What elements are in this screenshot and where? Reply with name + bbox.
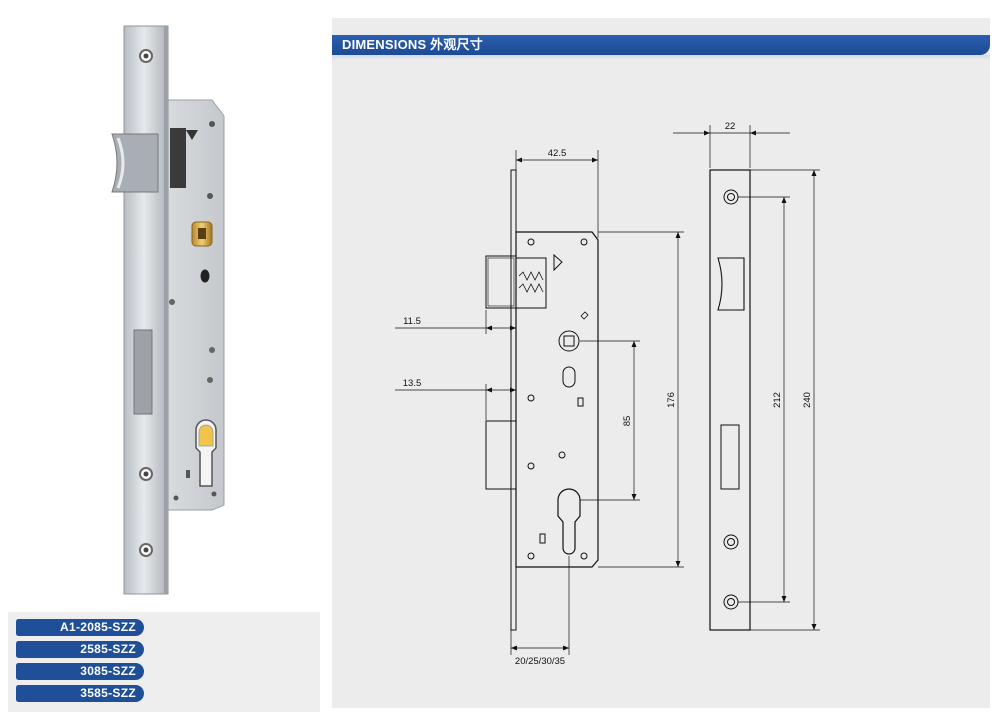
product-panel: A1-2085-SZZ 2585-SZZ 3085-SZZ 3585-SZZ — [0, 0, 325, 717]
model-tag-3: 3085-SZZ — [16, 663, 144, 680]
lock-product-photo — [111, 25, 225, 595]
dimensions-panel: DIMENSIONS 外观尺寸 — [332, 18, 990, 708]
model-tag-4: 3585-SZZ — [16, 685, 144, 702]
technical-drawing: 42.5 22 11.5 13.5 85 176 212 240 20/25/3… — [395, 121, 820, 667]
dim-backset: 20/25/30/35 — [515, 656, 565, 667]
dim-case-height: 176 — [666, 392, 677, 408]
dim-faceplate-height: 240 — [802, 392, 813, 408]
lock-body-outline — [515, 231, 599, 568]
model-list: A1-2085-SZZ 2585-SZZ 3085-SZZ 3585-SZZ — [8, 612, 320, 712]
side-faceplate — [510, 169, 517, 631]
deadbolt-slot — [133, 329, 153, 415]
cylinder-profile — [557, 488, 581, 555]
model-tag-1: A1-2085-SZZ — [16, 619, 144, 636]
dim-latch-offset: 11.5 — [403, 316, 421, 327]
dim-screw-distance: 212 — [772, 392, 783, 408]
dimensions-title: DIMENSIONS 外观尺寸 — [342, 37, 483, 52]
latch-bolt — [111, 133, 159, 193]
dim-case-width: 42.5 — [548, 148, 567, 159]
dim-faceplate-width: 22 — [725, 121, 736, 132]
dimensions-header: DIMENSIONS 外观尺寸 — [332, 35, 990, 60]
dim-bolt-offset: 13.5 — [403, 378, 422, 389]
front-latch-slot — [717, 257, 745, 311]
front-bolt-slot — [720, 424, 740, 490]
faceplate — [123, 25, 169, 595]
model-tag-2: 2585-SZZ — [16, 641, 144, 658]
spindle-circle — [558, 330, 580, 352]
front-faceplate — [709, 169, 751, 631]
dim-center-distance: 85 — [622, 416, 633, 427]
deadbolt-outline — [485, 420, 517, 490]
